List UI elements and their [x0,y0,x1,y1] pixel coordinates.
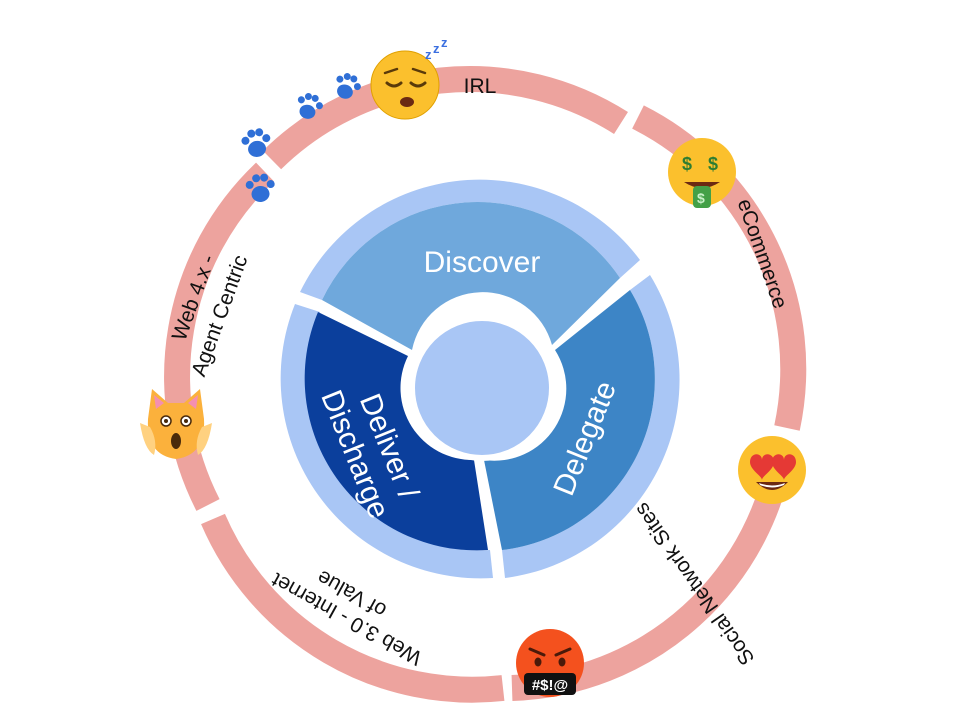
svg-text:$: $ [697,190,705,206]
cursing-symbols: #$!@ [532,677,568,694]
paw-icon [245,173,275,202]
outer-segment-web4 [164,162,274,511]
inner-band-top [300,179,640,300]
outer-segment-irl [262,66,628,170]
segment-delegate [484,290,655,550]
svg-text:$: $ [708,154,718,174]
outer-segment-web3 [201,513,505,703]
paw-prints [241,73,361,202]
inner-band-left [280,304,493,579]
svg-text:$: $ [682,154,692,174]
paw-icon [241,128,271,157]
center-hub [409,315,555,461]
label-discover: Discover [424,246,541,279]
heart-eyes-face-icon [738,436,806,504]
sleeping-face-icon: z z z [370,35,448,120]
weary-cat-face-icon [140,389,212,459]
svg-text:z: z [441,35,448,50]
segment-deliver [304,312,488,551]
cursing-face-icon: #$!@ [516,629,584,697]
inner-cycle [280,179,680,579]
segment-discover [322,201,620,350]
inner-band-right [502,275,680,578]
paw-icon [297,93,323,119]
svg-text:z: z [433,41,440,56]
money-mouth-face-icon: $ $ $ [668,138,736,208]
svg-text:z: z [425,47,432,62]
outer-label-irl: IRL [464,75,497,98]
paw-icon [336,73,361,99]
